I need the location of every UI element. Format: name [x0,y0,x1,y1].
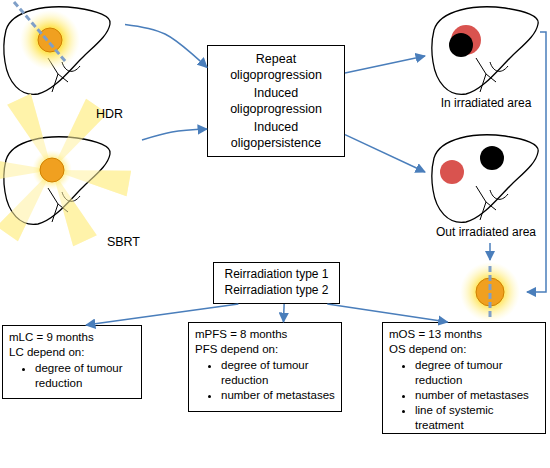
bracket-arrow [527,32,546,292]
node-text: Reirradiation type 2 [224,283,328,299]
bullet-list: degree of tumour reduction [9,361,135,391]
bullet-list: degree of tumour reductionnumber of meta… [389,358,539,433]
modality-label: SBRT [0,125,142,250]
flow-arrow [345,135,425,172]
hdr-liver [4,2,110,94]
node-text: Induced oligoprogression [214,85,338,118]
node-text: HDR [96,106,123,122]
in-field-liver [432,7,538,95]
node-text: mOS = 13 months [389,327,539,342]
bullet-item: degree of tumour reduction [415,358,539,388]
flow-arrow [345,56,425,73]
node-text: Induced oligopersistence [214,119,338,152]
node-text: PFS depend on: [195,342,335,357]
node-text: LC depend on: [9,345,135,360]
flow-arrow [327,304,447,322]
node-text: SBRT [107,234,140,250]
result-box: mOS = 13 monthsOS depend on:degree of tu… [382,322,546,434]
node-text: mLC = 9 months [9,330,135,345]
outcome-label: In irradiated area [425,0,547,112]
bullet-list: degree of tumour reductionnumber of meta… [195,358,335,403]
node-text: mPFS = 8 months [195,327,335,342]
bullet-item: line of systemic treatment [415,403,539,433]
node-text: In irradiated area [441,96,532,112]
node-text: Reirradiation type 1 [224,267,328,283]
reirradiation-symbol [460,262,520,322]
flow-arrow [125,24,207,67]
down-arrow [489,243,491,260]
sbrt-liver [0,94,131,246]
modality-label: HDR [0,0,125,122]
bullet-item: number of metastases [415,388,539,403]
node-text: OS depend on: [389,342,539,357]
process-box: Repeat oligoprogressionInduced oligoprog… [207,45,345,157]
node-text: Repeat oligoprogression [214,51,338,84]
process-box: Reirradiation type 1Reirradiation type 2 [213,262,340,304]
result-box: mPFS = 8 monthsPFS depend on:degree of t… [188,322,342,412]
result-box: mLC = 9 monthsLC depend on:degree of tum… [2,325,142,399]
bullet-item: degree of tumour reduction [221,358,335,388]
node-text: Out irradiated area [436,225,536,241]
bullet-item: number of metastases [221,388,335,403]
flow-arrow [86,304,238,325]
bullet-item: degree of tumour reduction [35,361,135,391]
flow-arrow [283,304,285,322]
flow-arrow [142,129,207,140]
outcome-label: Out irradiated area [425,126,547,241]
out-field-liver [432,135,538,223]
